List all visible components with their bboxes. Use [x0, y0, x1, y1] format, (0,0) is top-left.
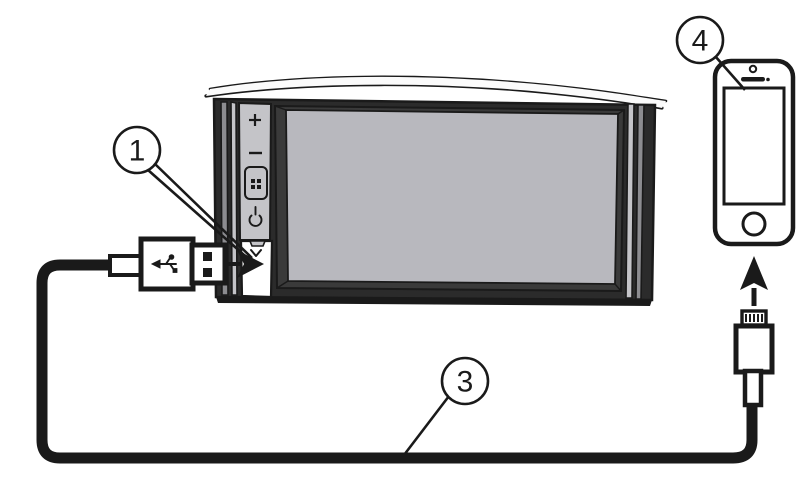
usb-a-connector[interactable]: [108, 236, 228, 292]
power-icon: [248, 206, 263, 227]
apps-button-frame: [244, 166, 268, 200]
apps-menu-button[interactable]: [244, 166, 268, 200]
speaker-slot-icon: [741, 77, 765, 82]
car-head-unit[interactable]: [212, 97, 657, 306]
phone-screen: [722, 86, 786, 206]
callout-4-circle: [675, 15, 725, 65]
callout-4-label: 4: [692, 25, 709, 58]
volume-up-button[interactable]: [249, 114, 261, 126]
callout-1-circle: [112, 125, 162, 175]
callout-1-tip: [243, 258, 252, 266]
lightning-strain-relief: [742, 368, 764, 408]
usb-door-tab: [248, 240, 267, 247]
usb-contact-slot-top: [203, 252, 212, 261]
bezel-strip-right-1: [625, 103, 635, 299]
callout-3-label: 3: [457, 366, 474, 399]
bezel-strip-right-2: [635, 104, 645, 300]
usb-strain-relief: [108, 254, 145, 277]
callout-1-label: 1: [129, 135, 146, 168]
chevron-down-icon: [250, 249, 262, 257]
display-screen: [285, 109, 619, 285]
lightning-connector[interactable]: [733, 309, 775, 408]
usb-metal-tip: [189, 242, 228, 286]
smartphone[interactable]: [712, 58, 796, 247]
callout-3-circle: [440, 356, 490, 406]
callout-3[interactable]: 3: [402, 356, 490, 456]
callout-1[interactable]: 1: [112, 125, 253, 266]
lightning-contact-pins: [745, 314, 763, 322]
camera-dot-icon: [748, 64, 758, 74]
lightning-insertion-arrow: [740, 256, 768, 306]
arrow-up-icon: [740, 256, 768, 290]
power-button[interactable]: [248, 206, 263, 227]
dashboard-trim: [204, 75, 668, 110]
usb-trident-icon: [150, 254, 178, 273]
home-circle-icon[interactable]: [741, 211, 767, 237]
screen-bevel-lines: [274, 105, 625, 292]
lightning-body: [733, 323, 775, 375]
usb-cable: [36, 259, 758, 464]
bezel-strip-left-2: [230, 101, 238, 296]
usb-contact-slot-bottom: [203, 268, 212, 277]
grid-dots-icon: [251, 179, 261, 189]
proximity-sensor-icon: [766, 77, 770, 82]
head-unit-bottom-edge: [216, 297, 652, 306]
callout-4[interactable]: 4: [675, 15, 746, 91]
